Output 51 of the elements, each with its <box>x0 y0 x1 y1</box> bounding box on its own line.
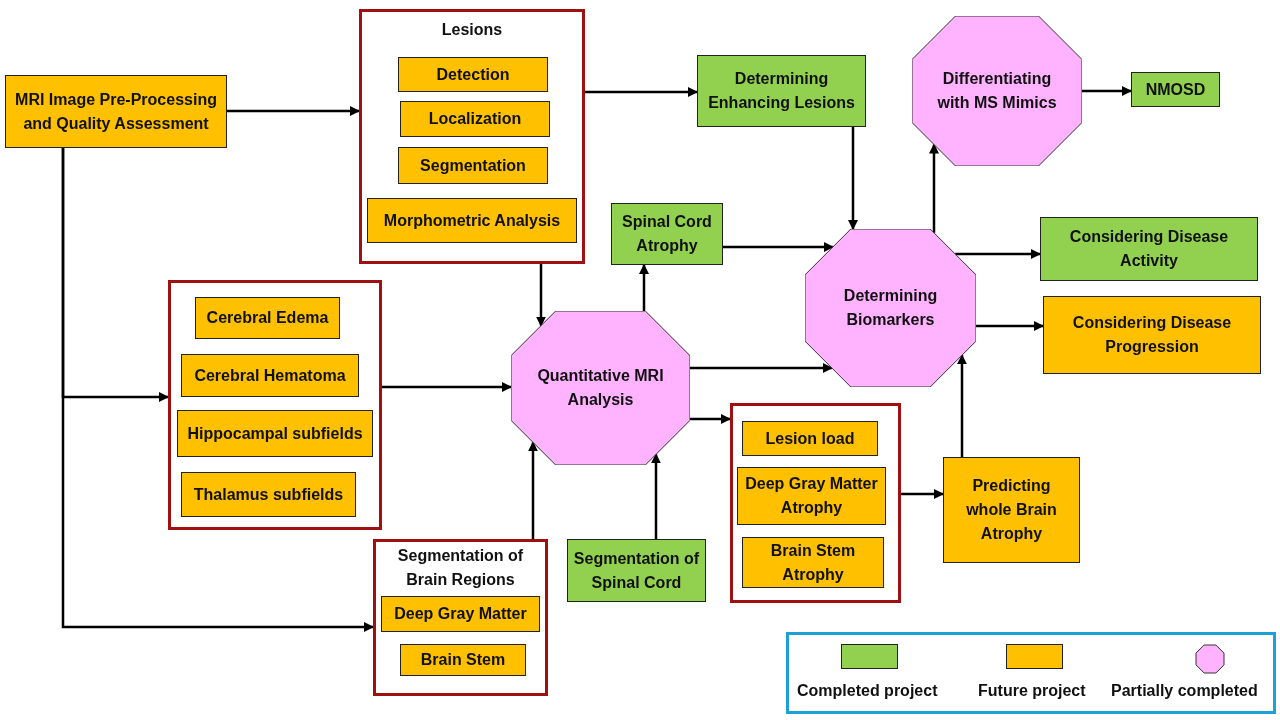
arrow <box>901 489 944 499</box>
arrow <box>690 363 833 373</box>
arrow <box>536 264 546 327</box>
process-box: NMOSD <box>1131 72 1220 107</box>
process-box: Determining Enhancing Lesions <box>697 55 866 127</box>
octagon-node: Determining Biomarkers <box>805 229 976 387</box>
process-box: Cerebral Hematoma <box>181 354 359 397</box>
arrow <box>651 453 661 539</box>
arrow <box>690 414 731 424</box>
group-heading: Segmentation of Brain Regions <box>396 546 525 590</box>
octagon-node: Differentiating with MS Mimics <box>912 16 1082 166</box>
arrow <box>382 382 512 392</box>
legend-label: Partially completed <box>1111 682 1258 700</box>
arrow <box>528 441 538 539</box>
arrow <box>976 321 1044 331</box>
arrow <box>929 143 939 233</box>
arrow <box>227 106 360 116</box>
group-heading: Lesions <box>440 20 504 40</box>
group-frame <box>730 403 901 603</box>
process-box: Localization <box>400 101 550 137</box>
arrow <box>639 264 649 311</box>
process-box: Morphometric Analysis <box>367 198 577 243</box>
process-box: Deep Gray Matter <box>381 596 540 632</box>
arrow <box>585 87 698 97</box>
legend-label: Completed project <box>797 682 938 700</box>
process-box: Considering Disease Activity <box>1040 217 1258 281</box>
process-box: Hippocampal subfields <box>177 410 373 457</box>
process-box: Deep Gray Matter Atrophy <box>737 467 886 525</box>
arrow <box>61 148 374 632</box>
process-box: Predicting whole Brain Atrophy <box>943 457 1080 563</box>
process-box: Detection <box>398 57 548 92</box>
group-frame <box>373 539 548 696</box>
arrow <box>955 249 1041 259</box>
process-box: Lesion load <box>742 421 878 456</box>
process-box: Segmentation <box>398 147 548 184</box>
octagon-node: Quantitative MRI Analysis <box>511 311 690 465</box>
process-box: Considering Disease Progression <box>1043 296 1261 374</box>
arrow <box>957 354 967 457</box>
process-box: Spinal Cord Atrophy <box>611 203 723 265</box>
process-box: Segmentation of Spinal Cord <box>567 539 706 602</box>
group-frame <box>359 9 585 264</box>
arrow <box>848 127 858 230</box>
process-box: MRI Image Pre-Processing and Quality Assessment <box>5 75 227 148</box>
process-box: Thalamus subfields <box>181 472 356 517</box>
process-box: Brain Stem <box>400 644 526 676</box>
process-box: Cerebral Edema <box>195 297 340 339</box>
legend-label: Future project <box>978 682 1086 700</box>
arrow <box>1082 86 1132 96</box>
process-box: Brain Stem Atrophy <box>742 537 884 588</box>
group-frame <box>168 280 382 530</box>
arrow <box>723 242 834 252</box>
